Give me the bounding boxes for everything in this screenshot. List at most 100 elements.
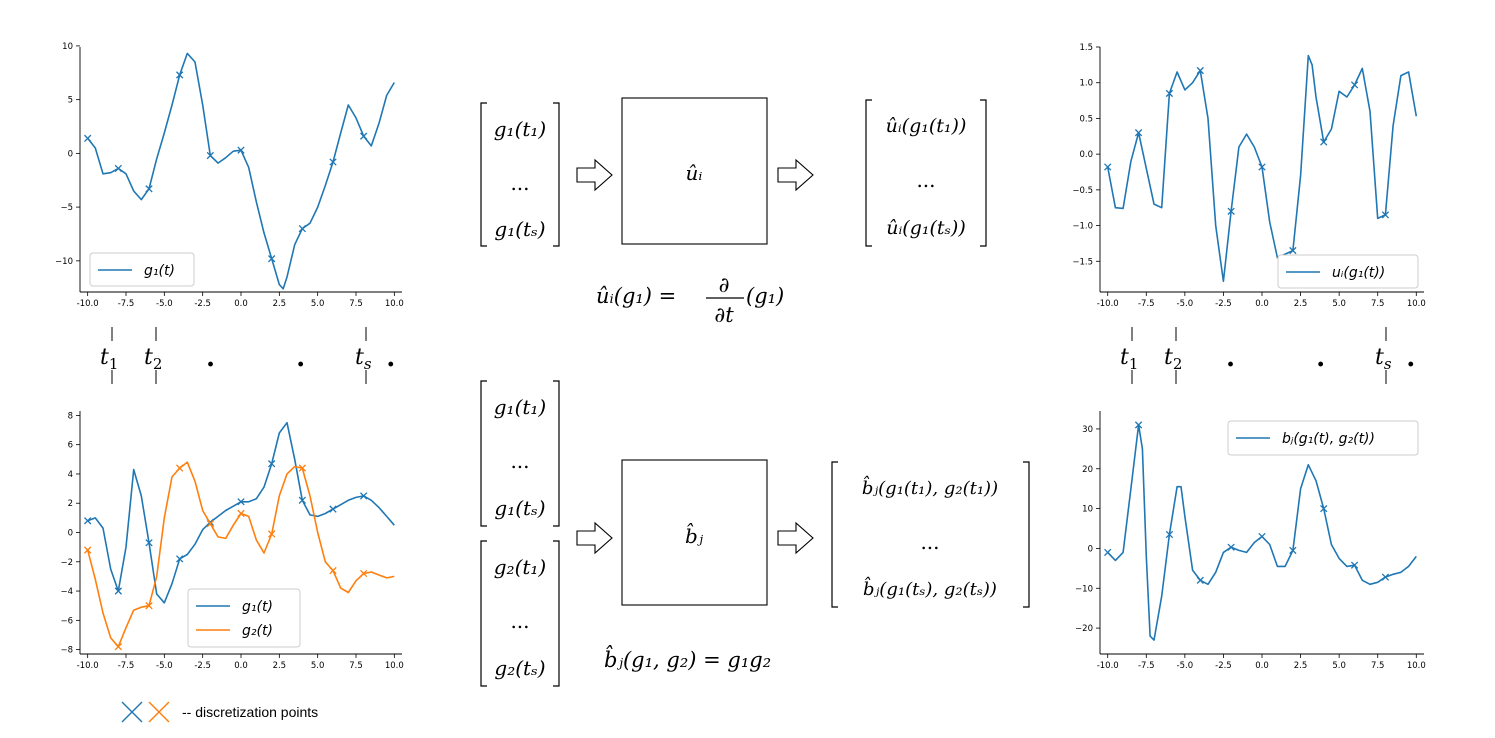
series-marker xyxy=(268,530,276,538)
discretization-row-left: t1 t2 . . . ts xyxy=(100,327,431,384)
x-tick-label: -10.0 xyxy=(1097,661,1119,671)
y-tick-label: 10 xyxy=(1082,505,1093,515)
flow-arrow-icon xyxy=(576,521,613,555)
operator-label-u: ûᵢ xyxy=(686,161,703,185)
y-tick-label: 20 xyxy=(1082,465,1093,475)
series-marker xyxy=(1258,163,1266,171)
x-tick-label: -7.5 xyxy=(1138,661,1155,671)
input-vector2-left-bracket xyxy=(480,540,487,687)
x-tick-label: -5.0 xyxy=(156,299,173,309)
y-tick-label: −6 xyxy=(60,616,73,626)
output-vector-right-bracket xyxy=(980,99,987,247)
x-tick-label: 0.0 xyxy=(1255,299,1269,309)
t2-label-right: t2 xyxy=(1164,345,1182,373)
series-marker xyxy=(1350,561,1359,569)
ts-label: ts xyxy=(355,345,372,373)
series-marker xyxy=(1350,81,1359,89)
output-vector-b-entry-last: b̂ⱼ(g₁(tₛ), g₂(tₛ)) xyxy=(863,575,997,600)
x-tick-label: -10.0 xyxy=(77,661,99,671)
series-marker xyxy=(1320,138,1328,146)
series-marker xyxy=(1227,543,1235,551)
output-vector-b-entry-ellipsis: ... xyxy=(920,530,939,554)
input-vector1-entry-ellipsis: ... xyxy=(510,449,529,473)
series-marker xyxy=(1381,573,1390,581)
series-line-1 xyxy=(1106,54,1418,283)
y-tick-label: −20 xyxy=(1075,624,1093,634)
series-marker xyxy=(84,517,92,525)
x-tick-label: -7.5 xyxy=(118,299,135,309)
y-tick-label: −5 xyxy=(60,203,73,213)
series-marker xyxy=(114,164,122,173)
y-tick-label: 4 xyxy=(68,470,73,480)
input-vector1-left-bracket xyxy=(480,380,487,527)
legend-box xyxy=(1227,420,1419,456)
x-tick-label: -5.0 xyxy=(1177,661,1194,671)
series-marker xyxy=(176,71,184,79)
ellipsis-dots: . . . xyxy=(206,343,431,373)
x-tick-label: 7.5 xyxy=(1371,661,1385,671)
series-marker xyxy=(84,546,92,554)
series-marker xyxy=(329,158,337,166)
x-tick-label: 2.5 xyxy=(1294,661,1308,671)
y-tick-label: 10 xyxy=(62,42,73,52)
x-tick-label: 7.5 xyxy=(349,299,363,309)
y-tick-label: 0 xyxy=(68,529,73,539)
series-marker xyxy=(114,643,122,651)
y-tick-label: 0 xyxy=(1088,544,1093,554)
input-vector2-right-bracket xyxy=(553,540,560,687)
x-tick-label: 5.0 xyxy=(311,299,325,309)
ellipsis-dots-right: . . . xyxy=(1226,343,1451,373)
input-vector2-entry-first: g₂(t₁) xyxy=(494,555,546,579)
x-tick-label: -2.5 xyxy=(1215,299,1232,309)
y-tick-label: 0.0 xyxy=(1079,150,1093,160)
x-tick-label: 5.0 xyxy=(1332,661,1346,671)
flow-arrow-icon xyxy=(576,158,613,192)
output-vector-b-entry-first: b̂ⱼ(g₁(t₁), g₂(t₁)) xyxy=(862,474,998,499)
x-tick-label: 7.5 xyxy=(1371,299,1385,309)
x-tick-label: 0.0 xyxy=(234,661,248,671)
legend-box xyxy=(187,588,301,648)
series-marker xyxy=(1227,207,1235,215)
series-marker xyxy=(1196,66,1204,75)
x-tick-label: -10.0 xyxy=(1097,299,1119,309)
operator-label-b: b̂ⱼ xyxy=(685,522,704,548)
series-marker xyxy=(206,520,214,528)
series-marker xyxy=(237,509,245,518)
series-marker xyxy=(329,505,337,513)
x-tick-label: -10.0 xyxy=(77,299,99,309)
x-tick-label: 5.0 xyxy=(1332,299,1346,309)
legend-label: g₂(t) xyxy=(242,623,273,639)
input-vector-right-bracket xyxy=(553,102,560,247)
series-line-1 xyxy=(1107,424,1417,641)
series-marker xyxy=(114,587,122,595)
x-tick-label: 5.0 xyxy=(311,661,325,671)
series-marker xyxy=(1104,163,1112,171)
caption-text: -- discretization points xyxy=(182,704,318,720)
series-marker xyxy=(1165,530,1174,539)
series-marker xyxy=(268,255,276,263)
orange-cross-icon xyxy=(148,701,170,723)
definition-b: b̂ⱼ(g₁, g₂) = g₁g₂ xyxy=(604,645,771,672)
flow-arrow-icon xyxy=(777,158,814,192)
y-tick-label: −2 xyxy=(60,558,73,568)
series-marker xyxy=(268,460,276,468)
discretization-row-right: t1 t2 . . . ts xyxy=(1120,327,1451,384)
input-vector1-right-bracket xyxy=(553,380,560,527)
y-tick-label: 1.5 xyxy=(1079,43,1093,53)
series-marker xyxy=(360,569,368,578)
x-tick-label: -2.5 xyxy=(1215,661,1232,671)
ts-label-right: ts xyxy=(1375,345,1392,373)
input-vector-entry-last: g₁(tₛ) xyxy=(494,217,545,241)
x-tick-label: 2.5 xyxy=(1294,299,1308,309)
y-tick-label: 8 xyxy=(68,411,73,421)
series-marker xyxy=(1381,211,1390,219)
x-tick-label: 7.5 xyxy=(349,661,363,671)
x-tick-label: -7.5 xyxy=(1138,299,1155,309)
y-tick-label: 5 xyxy=(68,96,73,106)
blue-cross-icon xyxy=(121,701,143,723)
